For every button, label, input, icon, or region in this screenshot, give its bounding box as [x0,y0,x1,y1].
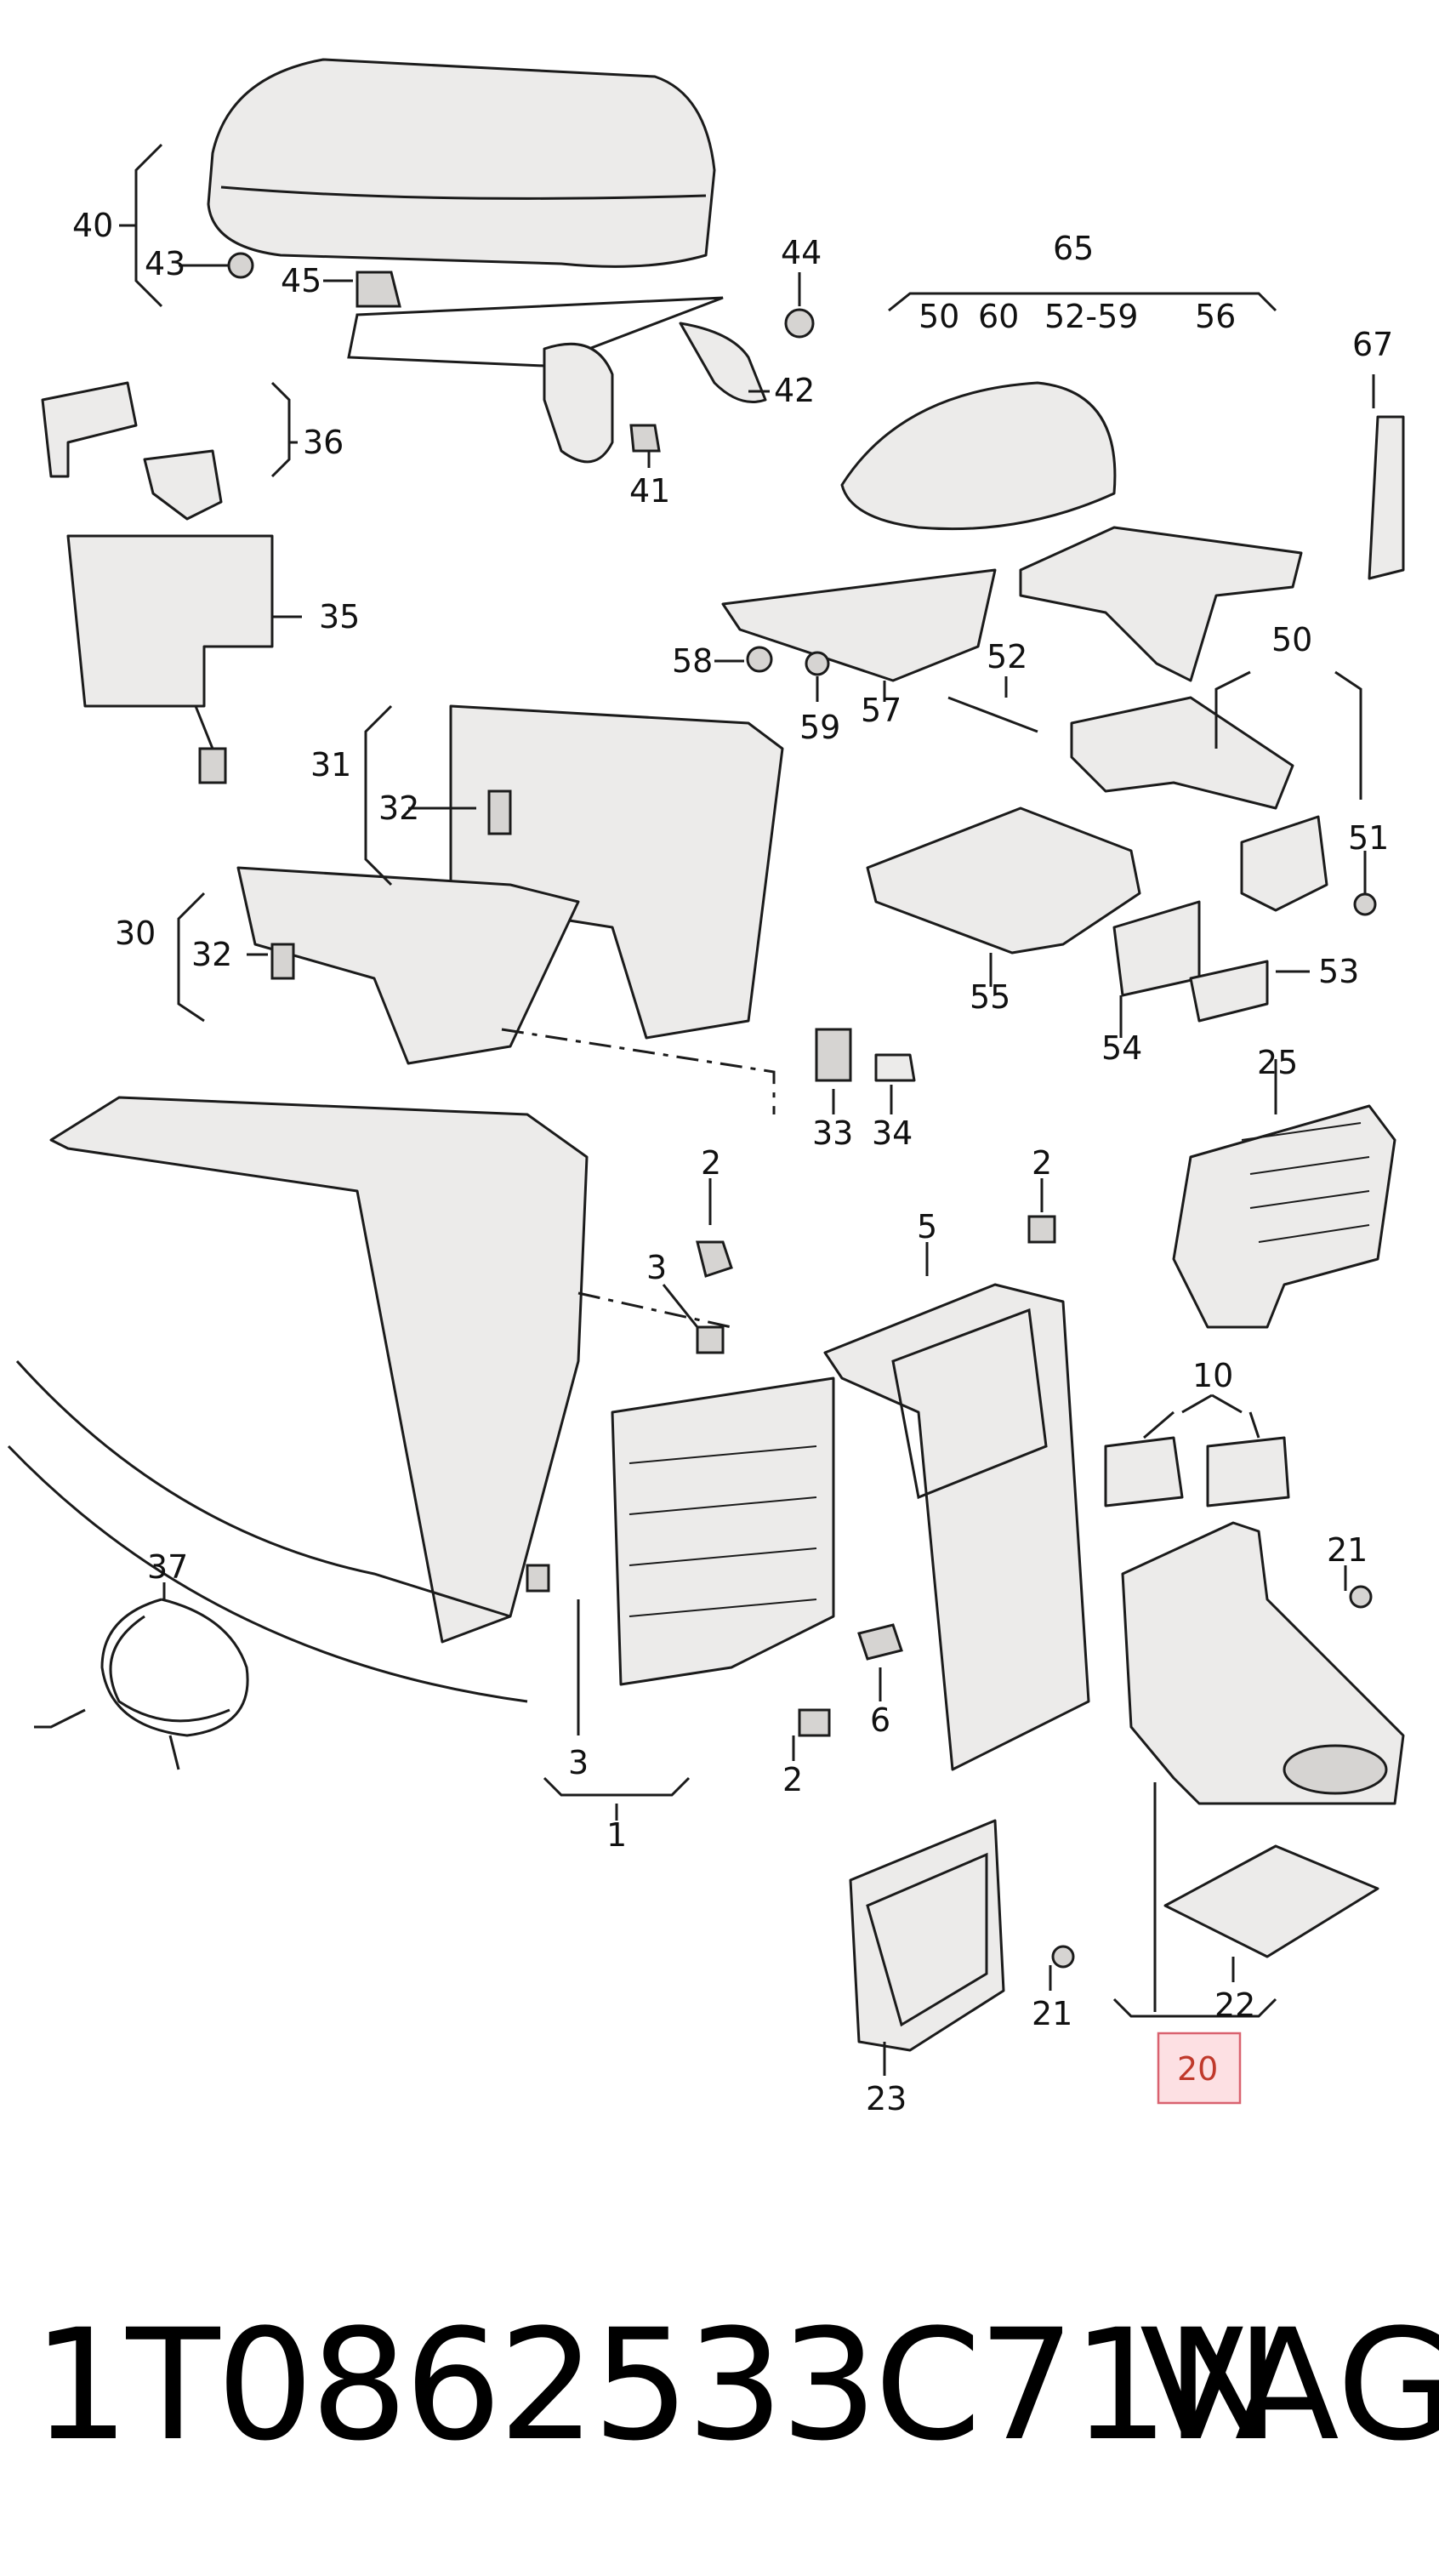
cover-56 [1019,526,1303,682]
callout-25: 25 [1257,1044,1298,1081]
callout-21a: 21 [1327,1531,1368,1569]
callout-56: 56 [1195,298,1236,335]
clip-44 [784,308,815,339]
callout-54: 54 [1101,1029,1142,1067]
screw-21a [1349,1585,1373,1609]
callout-34: 34 [872,1114,913,1152]
callout-22: 22 [1214,1986,1255,2024]
callout-5: 5 [917,1208,937,1245]
console-body [49,1096,589,1644]
callout-51: 51 [1348,819,1389,857]
storage-box-35 [66,534,274,708]
connector-35 [198,747,227,784]
callout-20: 20 [1177,2050,1218,2088]
callout-43: 43 [145,245,185,282]
clip-3a [696,1325,725,1354]
callout-23: 23 [866,2080,907,2117]
air-vent-25 [1172,1104,1396,1329]
frame-23 [849,1819,1005,2052]
clip-6 [857,1623,903,1661]
screw-2a [696,1240,733,1278]
callout-50b: 50 [1271,621,1312,658]
lighter-10a [1104,1436,1184,1507]
callout-45: 45 [281,262,321,299]
callout-41: 41 [629,472,670,510]
lighter-10b [1206,1436,1290,1507]
callout-6: 6 [870,1701,890,1739]
screw-41 [629,424,661,453]
callout-21b: 21 [1032,1995,1072,2032]
clip-45 [355,271,401,308]
screw-58 [746,646,773,673]
callout-3b: 3 [568,1744,589,1781]
callout-3a: 3 [646,1249,667,1286]
bracket-1 [611,1376,835,1686]
cover-60 [840,381,1117,531]
cupholder-ring [1283,1744,1388,1795]
callout-1: 1 [606,1816,627,1854]
callout-44: 44 [781,234,822,271]
callout-32a: 32 [378,789,419,827]
callout-50a: 50 [919,298,959,335]
callout-32b: 32 [191,936,232,973]
callout-37: 37 [147,1548,188,1586]
callout-53: 53 [1318,953,1359,990]
callout-59: 59 [799,709,840,746]
screw-21b [1051,1945,1075,1969]
cover-53 [1189,960,1269,1023]
armrest-lid-part [207,58,767,464]
callout-55: 55 [970,978,1010,1016]
clip-43 [227,252,254,279]
latch-50 [1240,815,1328,912]
clip-32b [270,943,295,980]
screw-2c [798,1708,831,1737]
callout-2b: 2 [1032,1144,1052,1182]
callout-65: 65 [1053,230,1094,267]
callout-2a: 2 [701,1144,721,1182]
callout-2c: 2 [782,1761,803,1798]
hinge-50 [1070,696,1294,810]
nut-59 [805,651,830,676]
brand-label: VAG [1140,2297,1439,2475]
callout-33: 33 [812,1114,853,1152]
callout-30: 30 [115,915,156,952]
sealant-tube-67 [1368,415,1405,580]
callout-40: 40 [72,207,113,244]
screw-51 [1353,892,1377,916]
callout-36: 36 [303,424,344,461]
callout-31: 31 [310,746,351,784]
trim-panel-5 [823,1283,1090,1771]
part-number: 1T0862533C71N [32,2297,1280,2475]
cupholder-20 [1121,1521,1405,1805]
cover-54 [1112,900,1201,997]
callout-57: 57 [861,692,902,729]
switch-33 [815,1028,852,1082]
cap-34 [874,1053,916,1082]
callout-67: 67 [1352,326,1393,363]
tray-22 [1163,1844,1379,1958]
clip-3b [526,1564,550,1593]
frame-57 [721,568,997,682]
callout-60: 60 [978,298,1019,335]
callout-52: 52 [987,638,1027,675]
callout-42: 42 [774,372,815,409]
screw-2b [1027,1215,1056,1244]
callout-52-59: 52-59 [1044,298,1138,335]
callout-10: 10 [1192,1357,1233,1394]
bracket-36b [143,449,223,521]
clip-32a [487,789,512,835]
wiring-harness-37 [34,1598,249,1770]
mesh-tray-55 [866,806,1141,955]
bracket-36a [41,381,138,478]
highlighted-callout-20: 20 [1157,2032,1242,2105]
pin-52 [947,696,1038,733]
callout-35: 35 [319,598,360,635]
callout-58: 58 [672,642,713,680]
leader-lines [119,143,1375,2076]
